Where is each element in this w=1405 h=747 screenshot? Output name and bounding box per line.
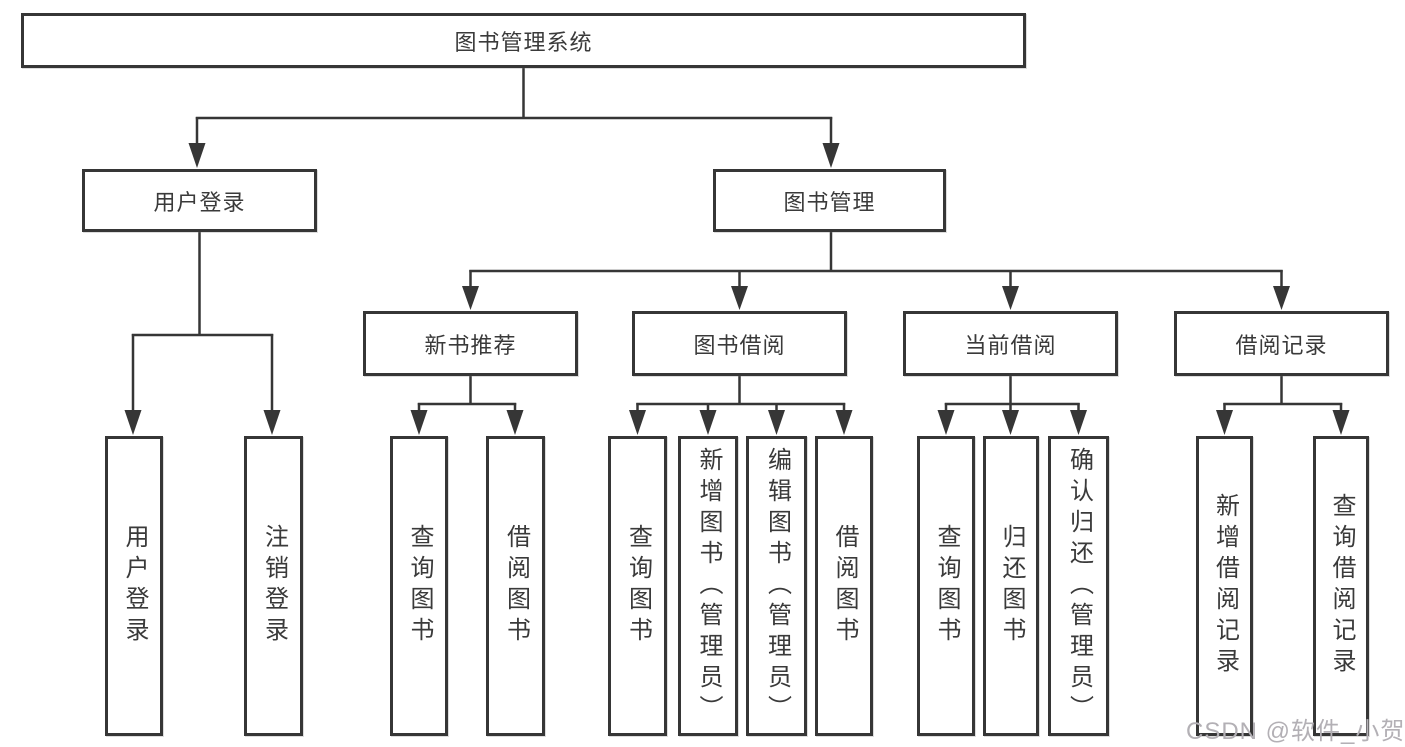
- node-root-library-system: 图书管理系统: [21, 13, 1026, 68]
- node-book-management: 图书管理: [713, 169, 946, 232]
- leaf-edit-books-admin: 编辑图书（管理员）: [746, 436, 807, 736]
- leaf-borrow-books-recommend: 借阅图书: [486, 436, 545, 736]
- leaf-confirm-return-admin: 确认归还（管理员）: [1048, 436, 1109, 736]
- leaf-query-books-borrow: 查询图书: [608, 436, 667, 736]
- node-new-book-recommend: 新书推荐: [363, 311, 578, 376]
- connector-new-book-to-leaves: [410, 376, 524, 435]
- connector-current-borrow-to-leaves: [937, 376, 1087, 435]
- leaf-add-books-admin: 新增图书（管理员）: [678, 436, 738, 736]
- connector-borrow-records-to-leaves: [1216, 376, 1350, 435]
- connector-user-login-to-leaves: [124, 231, 281, 435]
- leaf-query-borrow-record: 查询借阅记录: [1313, 436, 1369, 736]
- csdn-watermark: CSDN @软件_小贺同学: [1186, 718, 1405, 745]
- leaf-add-borrow-record: 新增借阅记录: [1196, 436, 1253, 736]
- connector-book-mgmt-to-level3: [462, 231, 1290, 310]
- leaf-user-login: 用户登录: [105, 436, 163, 736]
- node-book-borrow: 图书借阅: [632, 311, 847, 376]
- leaf-query-books-recommend: 查询图书: [390, 436, 448, 736]
- leaf-logout: 注销登录: [244, 436, 303, 736]
- leaf-query-books-current: 查询图书: [917, 436, 975, 736]
- leaf-return-books: 归还图书: [983, 436, 1039, 736]
- node-current-borrow: 当前借阅: [903, 311, 1118, 376]
- leaf-borrow-books: 借阅图书: [815, 436, 873, 736]
- node-borrow-records: 借阅记录: [1174, 311, 1389, 376]
- connector-root-to-level2: [188, 68, 840, 168]
- connector-book-borrow-to-leaves: [629, 376, 853, 435]
- node-user-login: 用户登录: [82, 169, 317, 232]
